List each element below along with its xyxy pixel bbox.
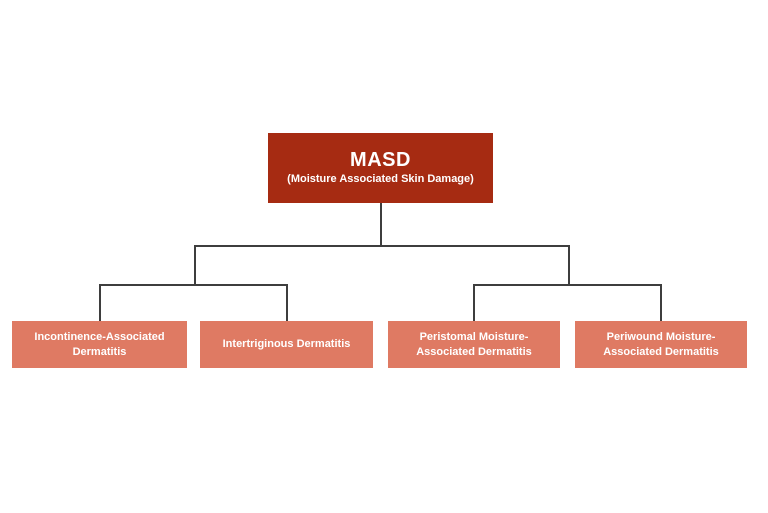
connector-level2-left-horizontal (99, 284, 288, 286)
connector-root-stem (380, 203, 382, 246)
connector-level1-right-drop (568, 245, 570, 286)
connector-child1-drop (99, 284, 101, 321)
child-node-intertriginous-dermatitis: Intertriginous Dermatitis (200, 321, 373, 368)
child-node-label: Intertriginous Dermatitis (222, 338, 351, 351)
child-node-label: Incontinence-Associated Dermatitis (34, 330, 165, 358)
root-node-title: MASD (350, 149, 411, 172)
root-node-masd: MASD (Moisture Associated Skin Damage) (268, 133, 493, 203)
connector-child4-drop (660, 284, 662, 321)
child-node-label: Peristomal Moisture-Associated Dermatiti… (416, 330, 532, 358)
root-node-subtitle: (Moisture Associated Skin Damage) (287, 173, 474, 186)
child-node-peristomal-masd: Peristomal Moisture-Associated Dermatiti… (388, 321, 560, 368)
connector-child3-drop (473, 284, 475, 321)
connector-level1-left-drop (194, 245, 196, 286)
connector-level2-right-horizontal (473, 284, 661, 286)
connector-level1-horizontal (194, 245, 570, 247)
child-node-label: Periwound Moisture-Associated Dermatitis (603, 330, 719, 358)
child-node-incontinence-associated-dermatitis: Incontinence-Associated Dermatitis (12, 321, 187, 368)
child-node-periwound-masd: Periwound Moisture-Associated Dermatitis (575, 321, 747, 368)
connector-child2-drop (286, 284, 288, 321)
